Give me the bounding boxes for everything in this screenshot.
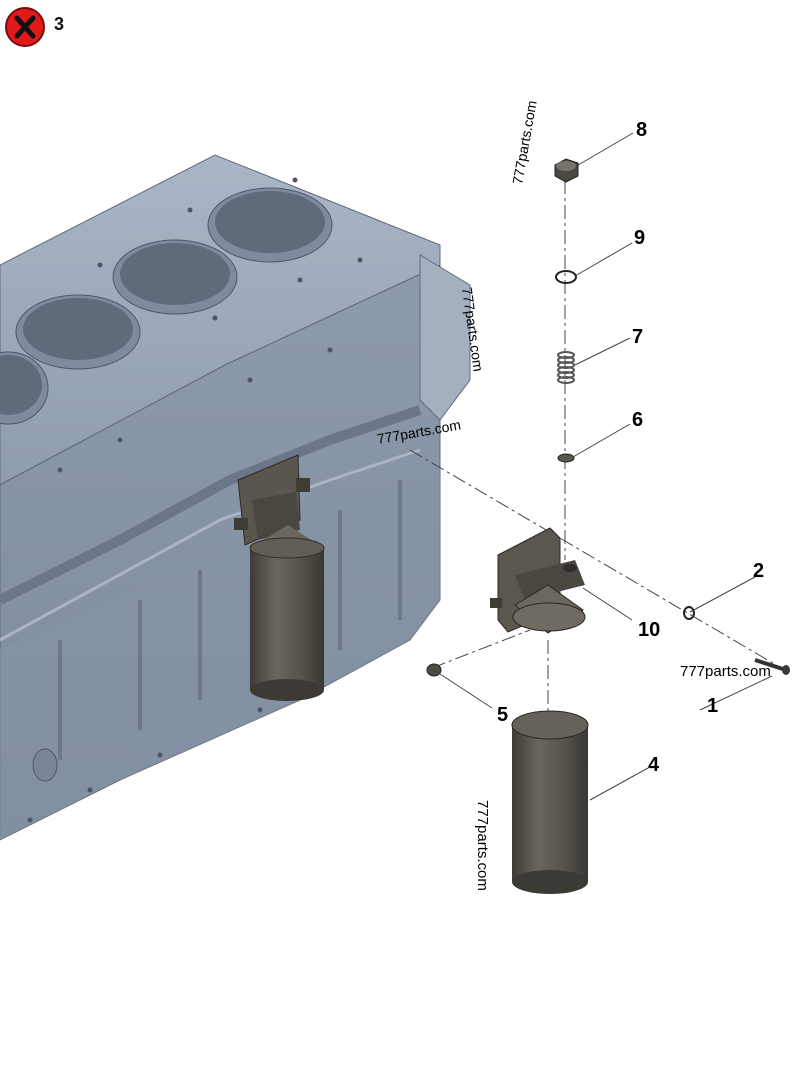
part-10-filter-head <box>490 527 586 634</box>
part-7-spring <box>557 351 575 384</box>
part-5-fitting <box>426 663 442 677</box>
watermark-4: 777parts.com <box>680 663 771 680</box>
callout-10: 10 <box>638 619 660 641</box>
callout-8: 8 <box>636 119 647 141</box>
part-1-bolt <box>754 658 790 675</box>
installed-filter-assembly <box>234 454 325 701</box>
assembly-lines <box>409 132 789 801</box>
watermark-1: 777parts.com <box>509 99 539 185</box>
callout-2: 2 <box>753 560 764 582</box>
engine-block <box>0 154 471 841</box>
part-9-o-ring <box>555 270 577 284</box>
callout-4: 4 <box>648 754 660 776</box>
part-2-o-ring <box>683 606 695 620</box>
close-button[interactable] <box>4 6 46 48</box>
callout-6: 6 <box>632 409 643 431</box>
cylinder-bores <box>0 187 333 425</box>
part-4-filter-cartridge <box>511 710 589 894</box>
part-8-plug <box>554 158 579 183</box>
part-6-valve <box>557 453 575 463</box>
close-x-icon <box>5 7 45 47</box>
callout-labels: 8 9 7 6 2 10 1 5 4 <box>497 119 764 776</box>
watermark-5: 777parts.com <box>474 800 491 891</box>
callout-5: 5 <box>497 704 508 726</box>
callout-9: 9 <box>634 227 645 249</box>
callout-7: 7 <box>632 326 643 348</box>
diagram-number: 3 <box>54 14 65 34</box>
callout-1: 1 <box>707 695 718 717</box>
